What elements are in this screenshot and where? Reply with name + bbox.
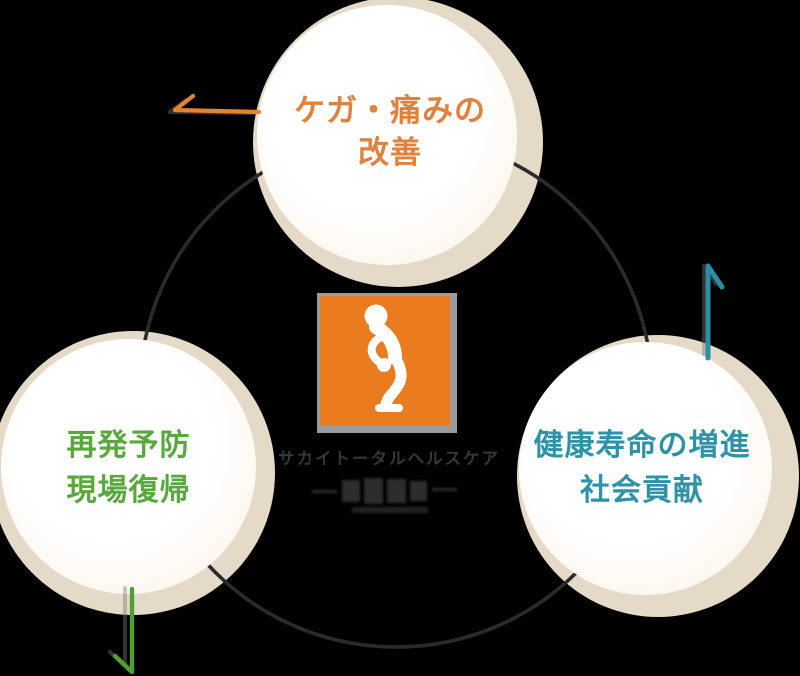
node-circle-top [257, 5, 517, 265]
arrow-up-direction-icon [705, 263, 725, 361]
arrow-shadow [108, 586, 127, 668]
arrow-down-direction-icon [112, 586, 135, 675]
node-label-healthy-longevity: 健康寿命の増進 社会貢献 [492, 423, 792, 513]
logo-subtext [352, 507, 428, 513]
node-label-left-line1: 再発予防 [66, 429, 191, 462]
brand-logo [308, 478, 472, 518]
brand-caption: サカイトータルヘルスケア [278, 450, 500, 468]
node-label-top-line2: 改善 [358, 135, 422, 170]
logo-glyph [342, 480, 360, 502]
logo-glyph [387, 479, 406, 503]
node-circle-right [519, 342, 772, 595]
logo-right-rule [432, 488, 457, 491]
logo-glyph [410, 481, 427, 501]
logo-left-rule [312, 490, 337, 493]
node-label-top-line1: ケガ・痛みの [294, 93, 486, 128]
node-label-recurrence-prevention: 再発予防 現場復帰 [0, 423, 257, 513]
arrow-left-direction-icon [172, 93, 262, 115]
logo-glyph [364, 478, 383, 504]
node-label-left-line2: 現場復帰 [66, 474, 191, 507]
person-back-pain-icon [364, 304, 407, 412]
node-label-injury-improvement: ケガ・痛みの 改善 [240, 90, 540, 174]
center-pictogram [317, 293, 457, 433]
node-label-right-line2: 社会貢献 [580, 474, 704, 507]
node-label-right-line1: 健康寿命の増進 [533, 429, 751, 462]
node-circle-left [1, 339, 256, 594]
